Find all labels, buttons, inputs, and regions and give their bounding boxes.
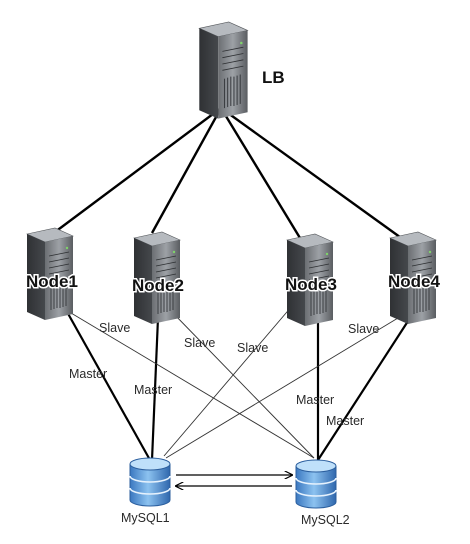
edge-node4-mysql2-master [317,317,411,461]
node2-server: Node2 [131,231,185,325]
mysql1-label: MySQL1 [121,511,170,525]
slave-connections [65,305,399,459]
lb-connections [46,107,405,241]
edge-node3-mysql1-slave [163,305,293,457]
mysql1-database-icon [129,457,171,507]
master-label-node4: Master [326,414,364,428]
node3-server: Node3 [284,233,338,327]
edge-node1-mysql1-master [65,309,151,461]
edge-node1-mysql2-slave [65,309,315,459]
node1-label: Node1 [26,272,78,291]
mysql1-database: MySQL1 [121,457,171,525]
lb-label: LB [262,68,285,87]
edge-lb-node4 [220,107,405,241]
master-label-node3: Master [296,393,334,407]
lb-server: LB [198,21,286,120]
edge-lb-node3 [219,107,302,239]
mysql2-label: MySQL2 [301,513,350,527]
edge-node2-mysql1-master [150,317,160,461]
edge-lb-node1 [46,107,222,239]
slave-label-node2: Slave [184,336,215,350]
master-label-node2: Master [134,383,172,397]
node4-server: Node4 [387,231,442,325]
slave-label-node1: Slave [99,321,130,335]
replication-arrows [176,475,292,486]
mysql2-database: MySQL2 [295,459,350,527]
edge-lb-node2 [150,107,223,234]
node1-server: Node1 [25,227,79,321]
master-connections [65,309,411,461]
master-label-node1: Master [69,367,107,381]
lb-server-icon [198,21,249,120]
node3-label: Node3 [285,275,337,294]
node4-label: Node4 [388,272,441,291]
node2-label: Node2 [132,276,184,295]
edge-labels: Slave Slave Slave Slave Master Master Ma… [69,321,379,428]
slave-label-node4: Slave [348,322,379,336]
edge-node4-mysql1-slave [165,317,399,459]
edge-node2-mysql2-slave [171,311,315,459]
slave-label-node3: Slave [237,341,268,355]
mysql2-database-icon [295,459,337,509]
